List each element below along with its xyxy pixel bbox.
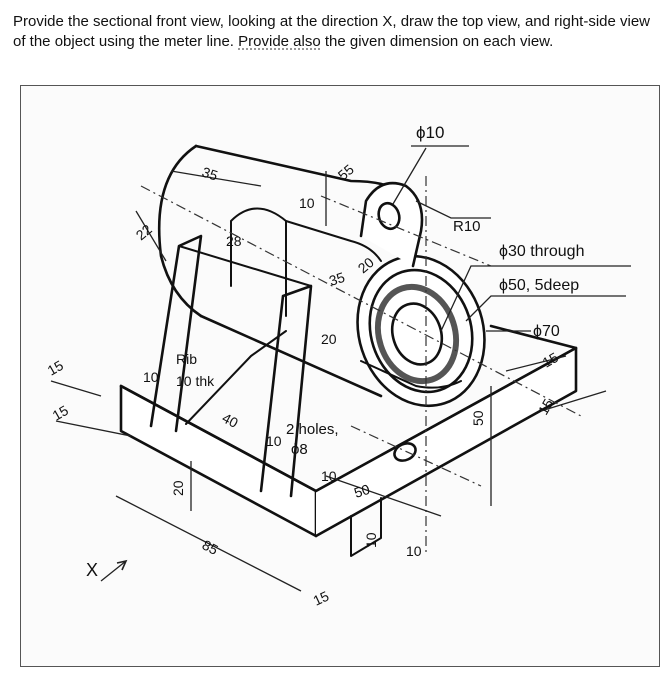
label-15-right2: 15 [535,396,557,418]
label-50-base: 50 [352,481,372,501]
label-phi10: ϕ10 [416,123,444,142]
base-right-face [314,346,578,538]
label-phi8: ϕ8 [291,441,308,458]
dim-35-top [170,170,262,187]
dim-phi10-leader [392,145,469,205]
label-15-right1: 15 [540,349,562,371]
rib-face [178,245,312,287]
boss-ring [368,268,474,394]
label-85: 85 [200,537,221,559]
support-left-outer [149,234,203,433]
label-35-top: 35 [200,164,220,184]
boss-bottom-tangent [360,360,462,389]
rib-slant [185,330,287,425]
label-10-top: 10 [299,195,315,211]
question-line2b: the given dimension on each view. [320,33,554,50]
dim-left-15 [50,380,132,437]
label-50-side: 50 [470,410,486,426]
label-10-horizontal: 10 [406,543,422,559]
label-10-vertical: 10 [363,532,379,548]
question-line2a: of the object using the meter line. [13,33,239,50]
dim-r10-leader [415,200,491,219]
drawing-frame: ϕ10 35 10 55 R10 22 28 ϕ30 through ϕ50, … [20,85,660,667]
dim-22 [135,210,167,262]
label-15-left1: 15 [45,357,67,379]
label-35-mid: 35 [327,269,347,289]
label-20-low: 20 [321,331,337,347]
dim-85 [115,495,302,592]
cylinder-back [157,144,203,318]
label-28: 28 [226,233,242,249]
base-hole [393,442,417,462]
label-rib-thk: 10 thk [176,373,215,389]
label-phi70: ϕ70 [533,323,560,340]
dim-right-15 [505,355,607,412]
dim-phi30-leader [440,265,631,332]
label-x: X [86,560,98,580]
lug-hole [377,201,401,231]
label-rib-10: 10 [143,369,159,385]
label-phi50: ϕ50, 5deep [499,277,579,294]
support-left-inner [259,284,313,498]
label-10-small: 10 [266,433,282,449]
x-arrowhead [116,559,128,571]
question-link[interactable]: Provide also [238,33,321,50]
counterbore [374,283,460,385]
centerline-hole [350,425,482,487]
label-22: 22 [133,221,155,243]
question-text: Provide the sectional front view, lookin… [13,12,665,52]
label-holes: 2 holes, [286,421,339,438]
label-20-base: 20 [170,480,186,496]
label-15-left2: 15 [50,402,72,424]
x-arrow [100,560,127,582]
label-10-hole: 10 [321,468,337,484]
label-40: 40 [220,410,241,432]
saddle-cut [230,207,287,317]
label-rib: Rib [176,351,197,367]
dim-50-hole [325,475,442,517]
label-r10: R10 [453,218,481,235]
lug-outline [359,181,424,268]
saddle-inner [285,220,382,262]
centerline-main [140,185,582,417]
label-phi30: ϕ30 through [499,243,584,260]
base-notch [350,497,382,557]
label-15-bottom: 15 [311,588,332,609]
dim-phi50-leader [465,295,626,322]
cylinder-bottom-line [199,314,383,398]
question-line1: Provide the sectional front view, lookin… [13,13,651,30]
isometric-drawing: ϕ10 35 10 55 R10 22 28 ϕ30 through ϕ50, … [45,123,631,609]
